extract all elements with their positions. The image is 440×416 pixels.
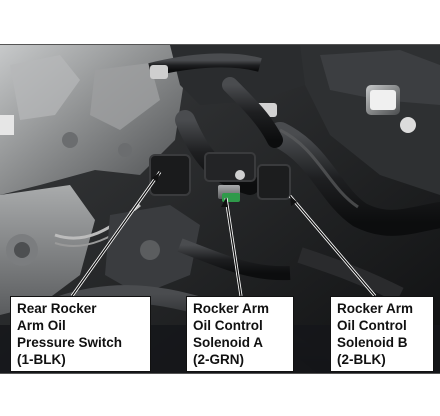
callout-3-line-1: Rocker Arm: [337, 301, 414, 316]
callout-3-line-4: (2-BLK): [337, 352, 386, 367]
callout-2-line-4: (2-GRN): [193, 352, 244, 367]
callout-rear-rocker-arm-oil-pressure-switch: Rear Rocker Arm Oil Pressure Switch (1-B…: [10, 296, 151, 372]
callout-rocker-arm-oil-control-solenoid-b: Rocker Arm Oil Control Solenoid B (2-BLK…: [330, 296, 434, 372]
callout-1-line-3: Pressure Switch: [17, 335, 123, 350]
callout-3-line-2: Oil Control: [337, 318, 407, 333]
callout-1-line-1: Rear Rocker: [17, 301, 97, 316]
callout-2-line-2: Oil Control: [193, 318, 263, 333]
callout-2-line-3: Solenoid A: [193, 335, 263, 350]
callout-1-line-2: Arm Oil: [17, 318, 66, 333]
callout-3-line-3: Solenoid B: [337, 335, 408, 350]
callout-rocker-arm-oil-control-solenoid-a: Rocker Arm Oil Control Solenoid A (2-GRN…: [186, 296, 294, 372]
callout-2-line-1: Rocker Arm: [193, 301, 270, 316]
callout-1-line-4: (1-BLK): [17, 352, 66, 367]
